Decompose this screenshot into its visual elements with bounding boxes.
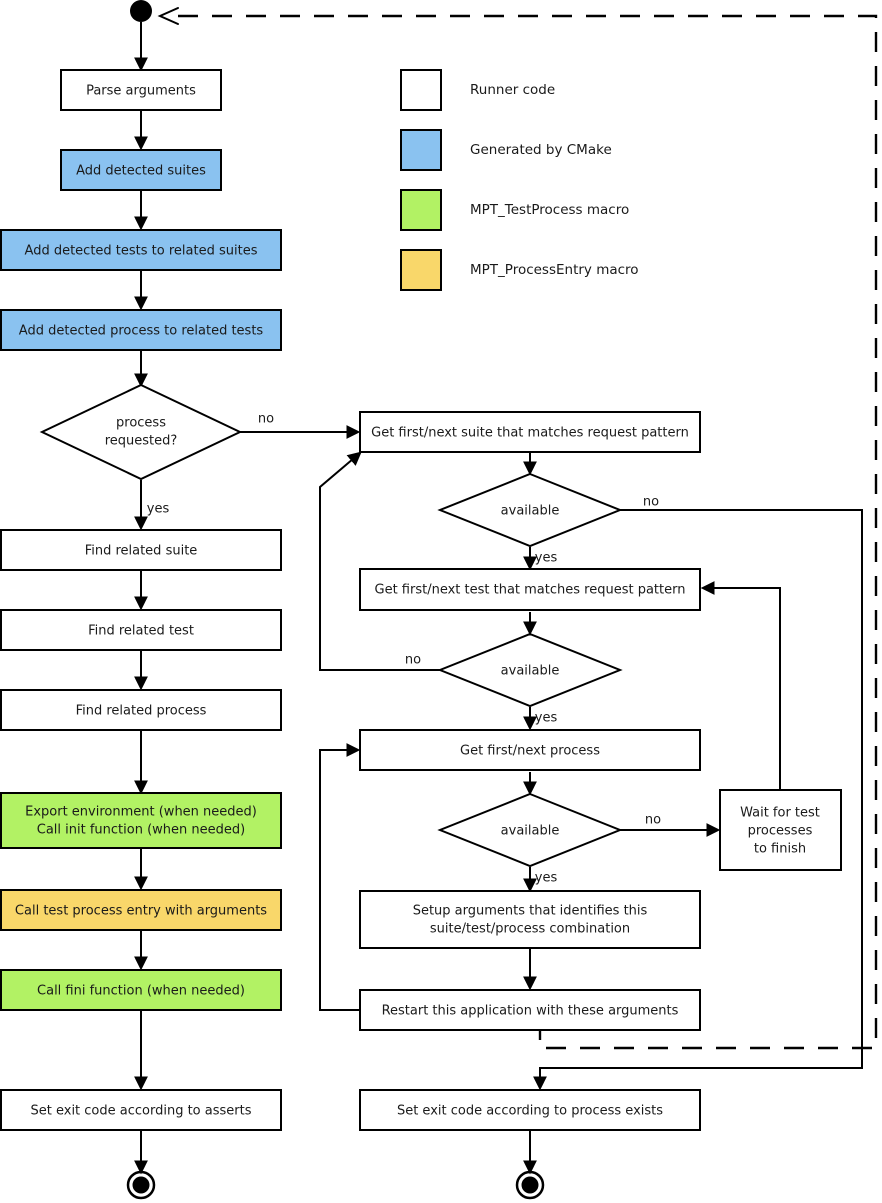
edge-restart-to-start-dashed xyxy=(165,14,878,1050)
node-export-environment-label-line2: Call init function (when needed) xyxy=(37,823,245,838)
node-process-available-decision: available xyxy=(437,792,623,868)
edge-label-process-available-yes: yes xyxy=(535,871,558,886)
node-get-next-process: Get first/next process xyxy=(359,729,701,771)
edge-label-process-available-no: no xyxy=(645,813,661,828)
node-process-requested-decision: process requested? xyxy=(39,383,243,481)
node-suite-available-decision: available xyxy=(437,472,623,548)
node-parse-arguments-label: Parse arguments xyxy=(86,84,196,99)
legend-item-generated-by-cmake: Generated by CMake xyxy=(400,129,612,171)
node-process-available-label: available xyxy=(501,824,560,839)
edge-label-test-available-yes: yes xyxy=(535,711,558,726)
node-wait-for-test-processes-label-line1: Wait for test xyxy=(740,806,820,821)
node-export-environment: Export environment (when needed) Call in… xyxy=(0,792,282,849)
node-get-next-suite-label: Get first/next suite that matches reques… xyxy=(371,426,689,441)
node-restart-application: Restart this application with these argu… xyxy=(359,989,701,1031)
edge-label-test-available-no: no xyxy=(405,653,421,668)
legend-item-runner-code-label: Runner code xyxy=(470,82,555,98)
node-call-fini-function: Call fini function (when needed) xyxy=(0,969,282,1011)
node-find-related-test: Find related test xyxy=(0,609,282,651)
edge-restart-to-get-process-loop xyxy=(319,743,361,1011)
legend-item-generated-by-cmake-label: Generated by CMake xyxy=(470,142,612,158)
node-find-related-suite: Find related suite xyxy=(0,529,282,571)
node-setup-arguments: Setup arguments that identifies this sui… xyxy=(359,890,701,949)
node-add-detected-tests: Add detected tests to related suites xyxy=(0,229,282,271)
node-wait-for-test-processes-label-line3: to finish xyxy=(754,842,806,857)
node-add-detected-suites-label: Add detected suites xyxy=(76,164,206,179)
edge-wait-to-get-test xyxy=(700,581,781,790)
node-wait-for-test-processes-label-line2: processes xyxy=(748,824,813,839)
node-get-next-test: Get first/next test that matches request… xyxy=(359,568,701,611)
end-node-left xyxy=(126,1170,156,1200)
node-call-test-process-entry-label: Call test process entry with arguments xyxy=(15,904,267,919)
node-get-next-process-label: Get first/next process xyxy=(460,744,600,759)
node-add-detected-tests-label: Add detected tests to related suites xyxy=(25,244,258,259)
legend-item-mpt-testprocess-macro: MPT_TestProcess macro xyxy=(400,189,629,231)
node-add-detected-suites: Add detected suites xyxy=(60,149,222,191)
node-get-next-test-label: Get first/next test that matches request… xyxy=(375,583,686,598)
legend-item-mpt-processentry-macro: MPT_ProcessEntry macro xyxy=(400,249,639,291)
node-get-next-suite: Get first/next suite that matches reques… xyxy=(359,411,701,453)
node-process-requested-label-line1: process xyxy=(116,416,166,431)
node-call-test-process-entry: Call test process entry with arguments xyxy=(0,889,282,931)
node-wait-for-test-processes: Wait for test processes to finish xyxy=(719,789,842,871)
node-setup-arguments-label-line1: Setup arguments that identifies this xyxy=(413,904,648,919)
node-find-related-process-label: Find related process xyxy=(76,704,207,719)
node-suite-available-label: available xyxy=(501,504,560,519)
edge-label-suite-available-yes: yes xyxy=(535,551,558,566)
node-setup-arguments-label-line2: suite/test/process combination xyxy=(430,922,630,937)
node-restart-application-label: Restart this application with these argu… xyxy=(382,1004,679,1019)
node-find-related-suite-label: Find related suite xyxy=(85,544,198,559)
node-find-related-process: Find related process xyxy=(0,689,282,731)
edge-start-arrowhead xyxy=(157,7,179,25)
edge-label-suite-available-no: no xyxy=(643,495,659,510)
node-find-related-test-label: Find related test xyxy=(88,624,194,639)
node-set-exit-asserts: Set exit code according to asserts xyxy=(0,1089,282,1131)
node-set-exit-asserts-label: Set exit code according to asserts xyxy=(31,1104,252,1119)
node-add-detected-process: Add detected process to related tests xyxy=(0,309,282,351)
node-test-available-label: available xyxy=(501,664,560,679)
legend-item-mpt-testprocess-macro-label: MPT_TestProcess macro xyxy=(470,202,629,218)
legend: Runner code Generated by CMake MPT_TestP… xyxy=(400,69,639,291)
edge-test-available-no-loop xyxy=(319,451,440,671)
edge-label-process-requested-no: no xyxy=(258,412,274,427)
node-add-detected-process-label: Add detected process to related tests xyxy=(19,324,264,339)
end-node-right xyxy=(515,1170,545,1200)
node-set-exit-process-exists: Set exit code according to process exist… xyxy=(359,1089,701,1131)
legend-item-mpt-processentry-macro-label: MPT_ProcessEntry macro xyxy=(470,262,639,278)
node-parse-arguments: Parse arguments xyxy=(60,69,222,111)
edge-suite-available-no xyxy=(533,509,863,1091)
node-export-environment-label-line1: Export environment (when needed) xyxy=(25,805,257,820)
node-set-exit-process-exists-label: Set exit code according to process exist… xyxy=(397,1104,663,1119)
start-node xyxy=(130,0,152,22)
node-test-available-decision: available xyxy=(437,632,623,708)
node-process-requested-label-line2: requested? xyxy=(105,434,178,449)
legend-item-runner-code: Runner code xyxy=(400,69,555,111)
edge-label-process-requested-yes: yes xyxy=(147,502,170,517)
node-call-fini-function-label: Call fini function (when needed) xyxy=(37,984,245,999)
